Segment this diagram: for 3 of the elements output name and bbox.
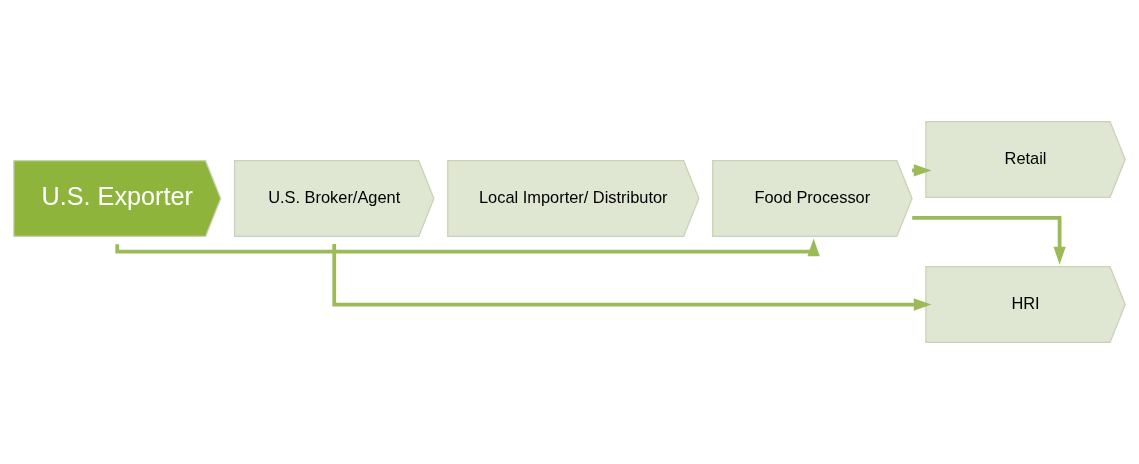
arrow: [115, 238, 820, 257]
arrow: [912, 216, 1066, 265]
arrow: [332, 244, 932, 311]
